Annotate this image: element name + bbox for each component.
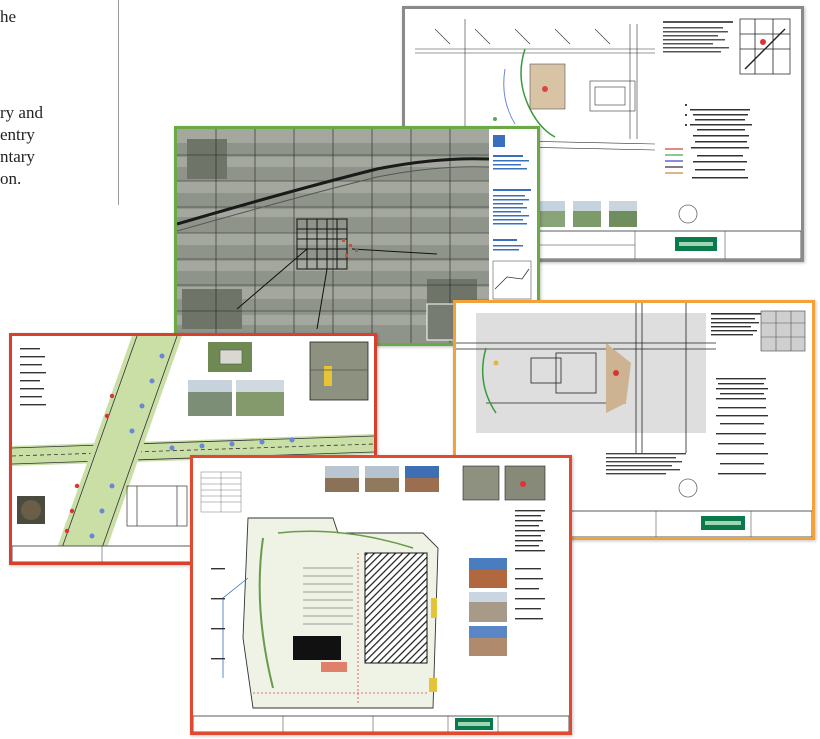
intro-text-line: ry and [0, 103, 43, 122]
intro-text-line: ntary [0, 147, 35, 166]
aerial-map-drawing [177, 129, 537, 343]
site-plan-orange-drawing [456, 303, 812, 537]
intro-text-line: entry [0, 125, 35, 144]
aerial-map-sheet-green [174, 126, 540, 346]
facility-plan-drawing [193, 458, 569, 732]
intro-text-column: he ry and entry ntary on. [0, 0, 119, 205]
intro-text-line: on. [0, 169, 22, 188]
facility-plan-sheet-red [190, 455, 572, 735]
intro-text-line: he [0, 7, 17, 26]
